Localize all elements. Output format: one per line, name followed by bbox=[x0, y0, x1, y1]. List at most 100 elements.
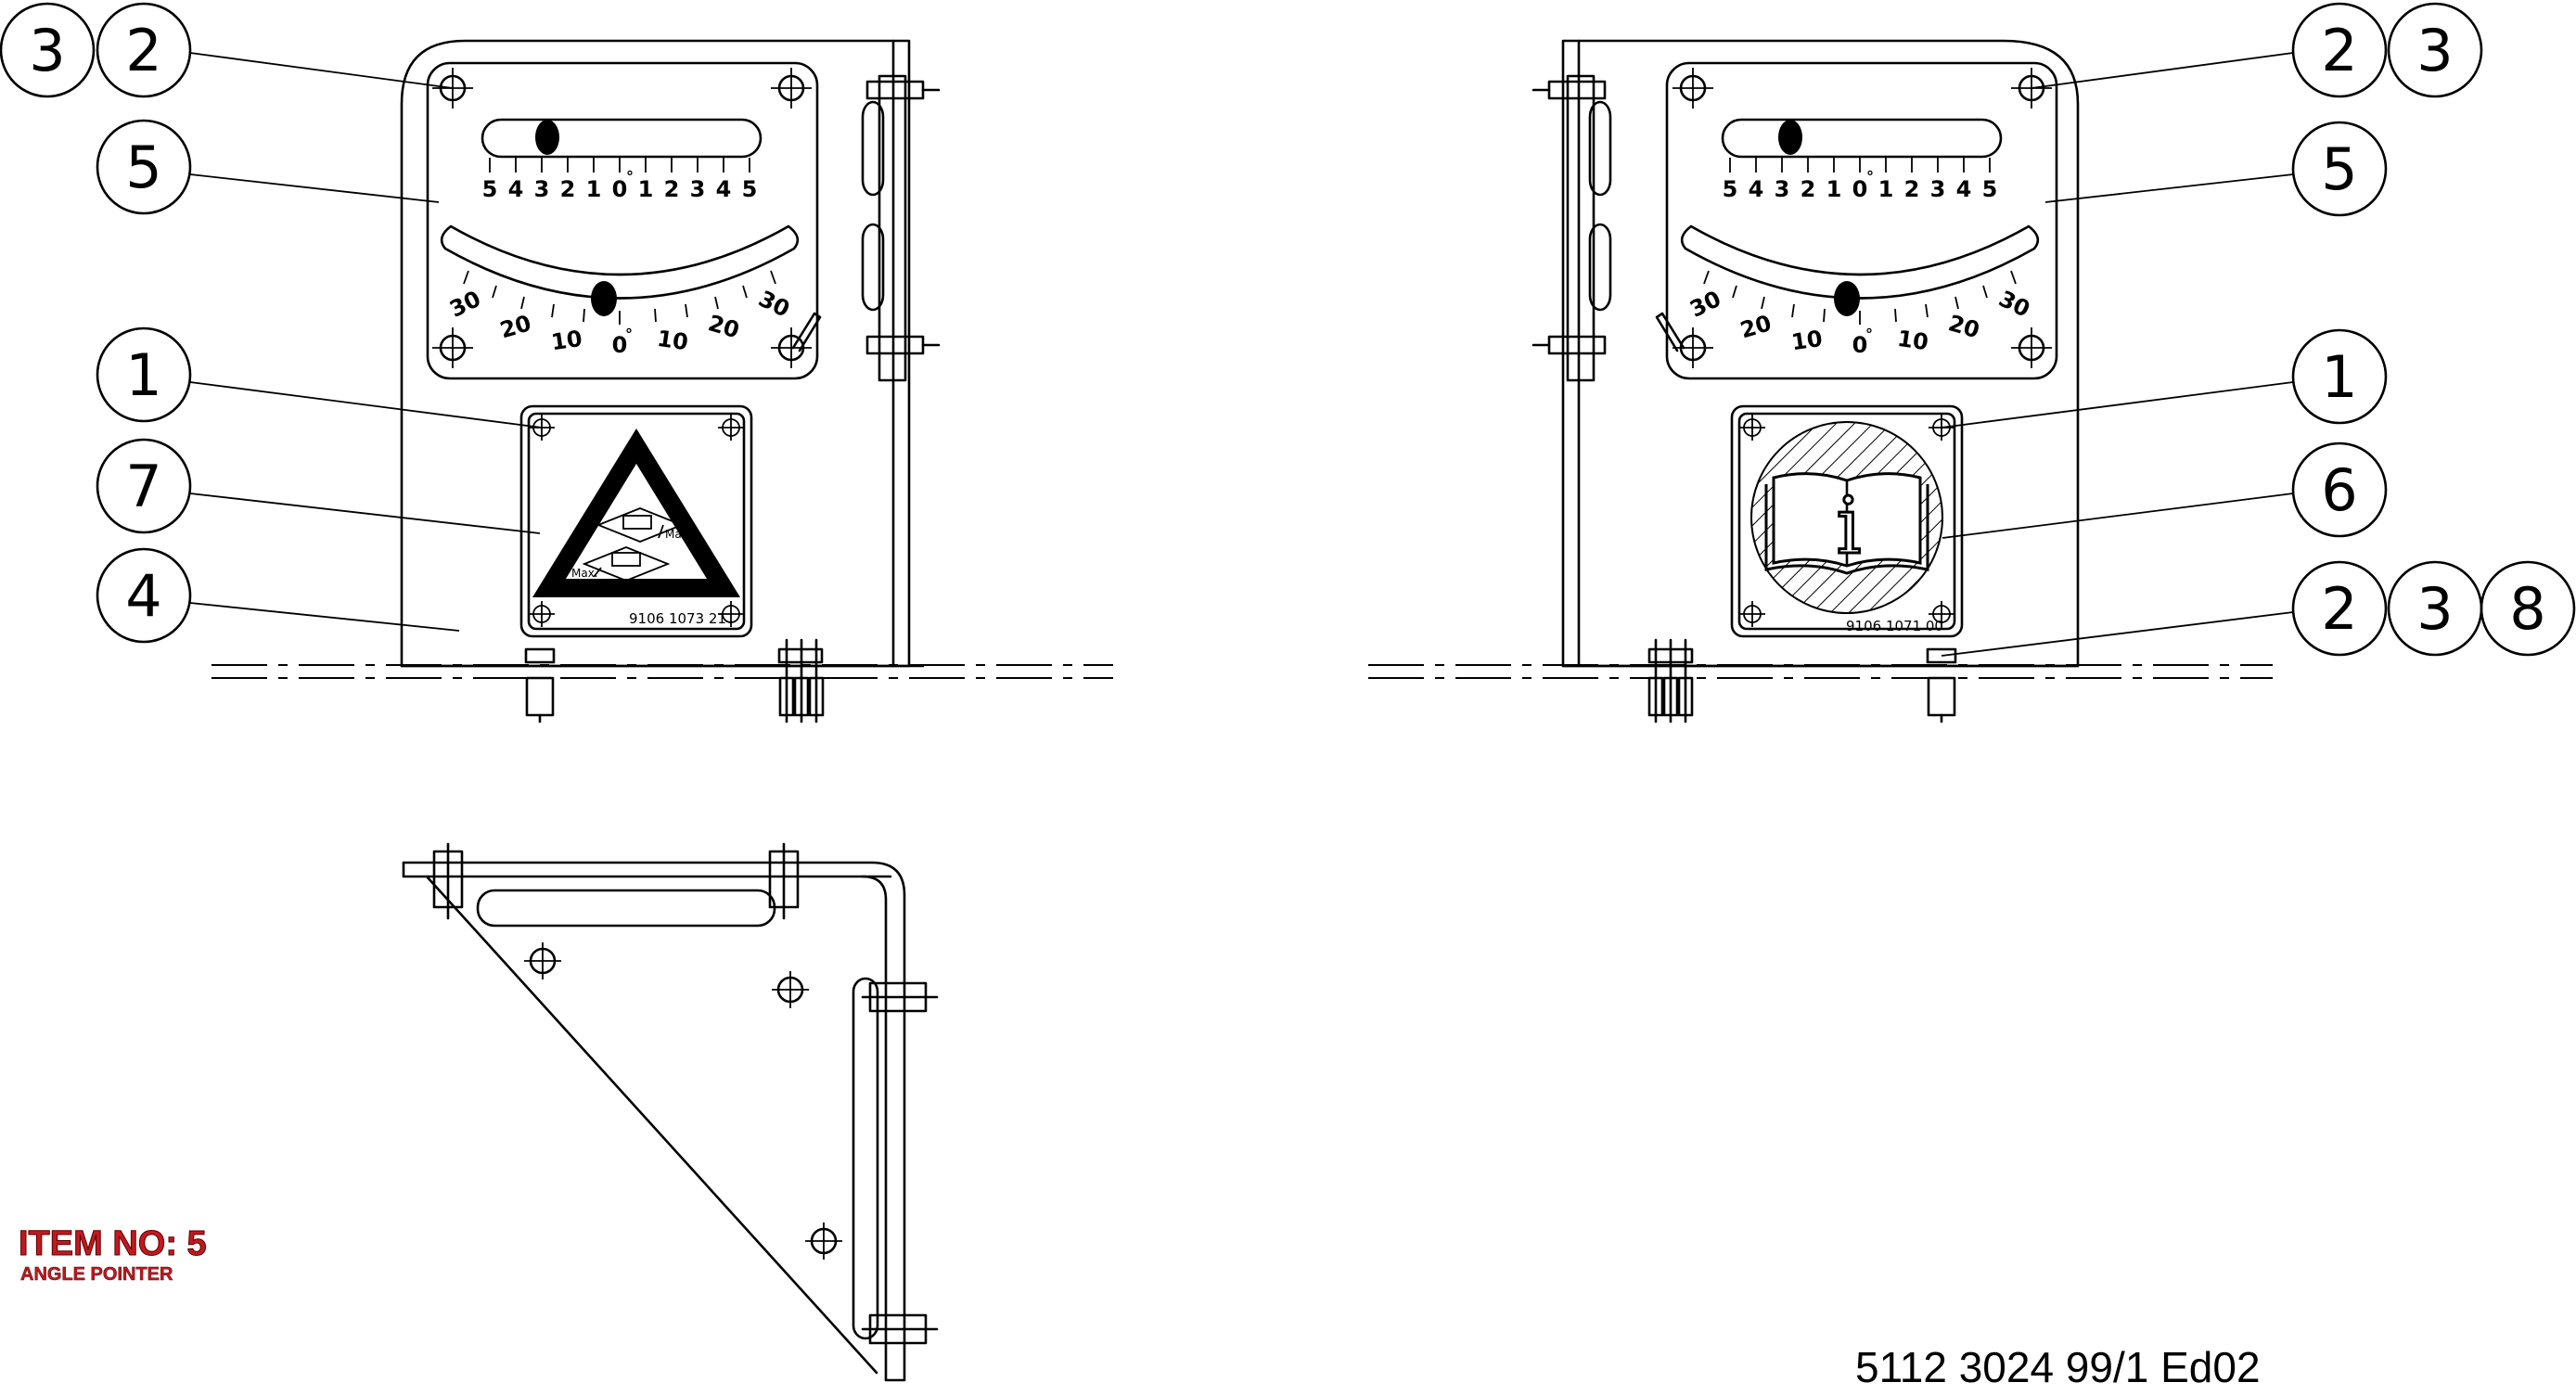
left-view: 5 4 3 2 1 0 ° 1 2 3 4 5 30 20 10 bbox=[0, 2, 941, 723]
scale-label: 3 bbox=[690, 176, 706, 202]
right-callouts: 2 3 5 1 6 2 3 8 bbox=[1941, 2, 2576, 657]
left-linear-indicator bbox=[535, 120, 559, 155]
right-plate-screws bbox=[1672, 68, 2052, 368]
scale-label: 1 bbox=[638, 176, 654, 202]
right-linear-ticks bbox=[1729, 158, 1991, 173]
plan-slot bbox=[476, 889, 776, 928]
callout-number: 6 bbox=[2321, 456, 2357, 524]
right-needle bbox=[1655, 312, 1685, 352]
item-number: ITEM NO: 5 bbox=[19, 1224, 207, 1263]
left-bracket-plate bbox=[400, 39, 911, 668]
scale-label: 4 bbox=[716, 176, 732, 202]
right-linear-indicator bbox=[1778, 120, 1802, 155]
scale-label: 2 bbox=[1904, 176, 1920, 202]
left-flange-bolts bbox=[865, 80, 941, 355]
right-info-screws bbox=[1739, 415, 1954, 627]
left-warning-plate bbox=[519, 404, 753, 638]
left-needle bbox=[791, 312, 822, 352]
right-part-number: 9106 1071 00 bbox=[1846, 618, 1943, 634]
scale-label: 1 bbox=[586, 176, 602, 202]
arc-label: 30 bbox=[1994, 286, 2033, 323]
scale-label: 2 bbox=[664, 176, 680, 202]
scale-label: 3 bbox=[1775, 176, 1790, 202]
max-label-bottom: Max. bbox=[571, 567, 598, 580]
callout-number: 3 bbox=[29, 17, 65, 84]
left-callouts: 3 2 5 1 7 4 bbox=[0, 2, 543, 644]
arc-label: 30 bbox=[445, 286, 484, 323]
callout-number: 1 bbox=[2321, 343, 2357, 411]
arc-label: 30 bbox=[1685, 286, 1724, 323]
scale-label: 4 bbox=[1956, 176, 1972, 202]
plan-view bbox=[402, 842, 939, 1382]
scale-label: 4 bbox=[508, 176, 524, 202]
arc-label: 20 bbox=[1945, 310, 1982, 343]
plan-side-slot bbox=[852, 977, 879, 1340]
callout-number: 3 bbox=[2416, 17, 2453, 84]
arc-label: 10 bbox=[1896, 326, 1930, 355]
scale-label: 2 bbox=[1801, 176, 1816, 202]
left-linear-slot bbox=[481, 118, 763, 159]
degree-mark: ° bbox=[625, 326, 633, 343]
warning-load-symbols bbox=[582, 507, 685, 582]
gusset-triangle bbox=[425, 875, 878, 1375]
left-warning-screws bbox=[529, 415, 744, 627]
right-flange-bolts bbox=[1532, 80, 1607, 355]
degree-mark: ° bbox=[626, 168, 634, 186]
arc-label: 30 bbox=[754, 286, 793, 323]
arc-label: 0 bbox=[612, 332, 628, 358]
arc-label: 10 bbox=[1789, 326, 1824, 355]
max-label-top: Max. bbox=[665, 528, 692, 541]
plan-holes bbox=[524, 942, 842, 1260]
left-base-bolts bbox=[524, 638, 825, 723]
callout-number: 2 bbox=[2321, 575, 2357, 643]
item-label: ITEM NO: 5 ANGLE POINTER bbox=[19, 1224, 208, 1286]
left-part-number: 9106 1073 21 bbox=[629, 610, 726, 627]
right-bracket-plate bbox=[1561, 39, 2080, 668]
left-arc-ticks bbox=[463, 270, 776, 325]
scale-label: 1 bbox=[1878, 176, 1894, 202]
left-plate-screws bbox=[432, 68, 812, 368]
left-dial-plate bbox=[426, 61, 819, 380]
callout-number: 2 bbox=[125, 17, 161, 84]
degree-mark: ° bbox=[1866, 168, 1874, 186]
right-dial-plate bbox=[1665, 61, 2058, 380]
callout-number: 3 bbox=[2416, 575, 2453, 643]
right-linear-labels: 5 4 3 2 1 0 ° 1 2 3 4 5 bbox=[1723, 168, 1998, 202]
scale-label: 4 bbox=[1749, 176, 1764, 202]
callout-number: 5 bbox=[125, 134, 161, 201]
arc-label: 20 bbox=[1737, 310, 1775, 343]
callout-number: 4 bbox=[125, 562, 161, 630]
right-base-bolts bbox=[1647, 638, 1957, 723]
callout-number: 8 bbox=[2509, 575, 2545, 643]
right-arc-ticks bbox=[1703, 270, 2017, 325]
degree-mark: ° bbox=[1865, 326, 1873, 343]
document-number: 5112 3024 99/1 Ed02 bbox=[1855, 1343, 2261, 1391]
scale-label: 0 bbox=[1852, 176, 1868, 202]
arc-label: 20 bbox=[705, 310, 742, 343]
scale-label: 5 bbox=[482, 176, 498, 202]
left-linear-ticks bbox=[489, 158, 750, 173]
callout-number: 2 bbox=[2321, 17, 2357, 84]
callout-number: 7 bbox=[125, 453, 161, 520]
scale-label: 2 bbox=[560, 176, 576, 202]
scale-label: 3 bbox=[1930, 176, 1946, 202]
arc-label: 0 bbox=[1852, 332, 1868, 358]
plan-bolts bbox=[432, 842, 939, 1345]
right-view: 5 4 3 2 1 0 ° 1 2 3 4 5 30 20 10 0 bbox=[1532, 2, 2576, 723]
manual-book-icon: i bbox=[1764, 472, 1929, 575]
warning-triangle-icon bbox=[532, 429, 740, 597]
callout-number: 1 bbox=[125, 341, 161, 409]
scale-label: 0 bbox=[612, 176, 628, 202]
right-info-plate bbox=[1730, 404, 1964, 638]
right-arc-indicator bbox=[1834, 281, 1860, 316]
right-linear-slot bbox=[1721, 118, 2003, 159]
arc-label: 10 bbox=[549, 326, 583, 355]
scale-label: 1 bbox=[1826, 176, 1842, 202]
arc-label: 10 bbox=[656, 326, 690, 355]
scale-label: 5 bbox=[1723, 176, 1738, 202]
arc-label: 20 bbox=[497, 310, 534, 343]
info-glyph: i bbox=[1837, 480, 1862, 571]
left-linear-labels: 5 4 3 2 1 0 ° 1 2 3 4 5 bbox=[482, 168, 758, 202]
scale-label: 5 bbox=[742, 176, 758, 202]
